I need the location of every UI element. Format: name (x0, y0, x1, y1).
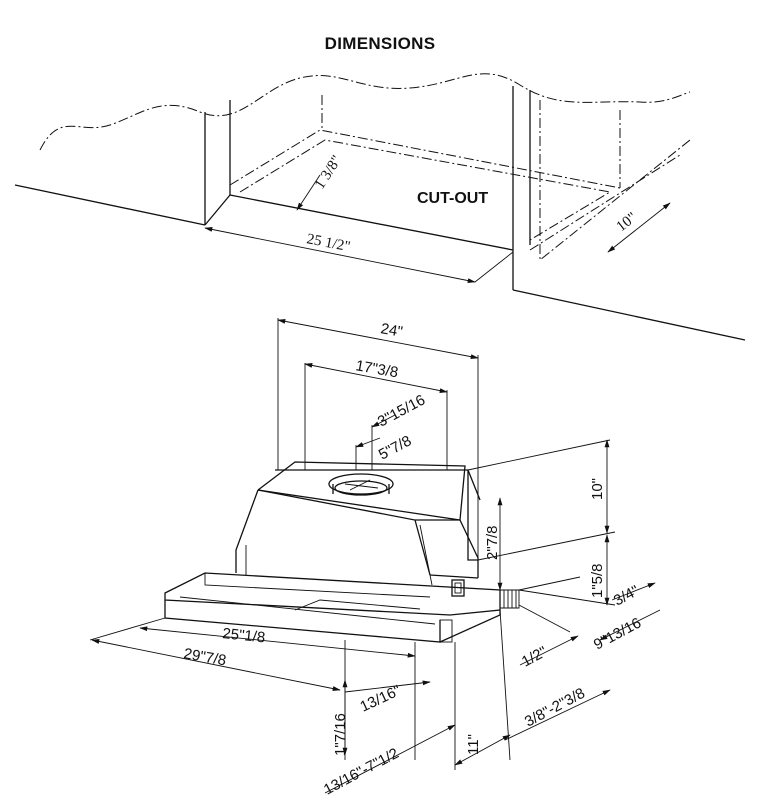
dim-lower-height: 1"5/8 (589, 563, 606, 598)
dim-duct-outer: 3"15/16 (375, 391, 428, 430)
dim-half-inch: 1/2" (519, 643, 550, 670)
dim-overall-width: 29"7/8 (182, 645, 227, 669)
dim-depth: 11" (465, 734, 482, 755)
dim-cutout-depth: 10" (614, 210, 640, 236)
dim-side-offset: 3/4" (611, 582, 642, 609)
cutout-label: CUT-OUT (417, 190, 488, 207)
cutout-view: 1 3/8" 25 1/2" 10" CUT-OUT (14, 73, 746, 341)
dim-edge-offset: 1 3/8" (312, 153, 345, 192)
dim-front-width: 25"1/8 (222, 625, 266, 646)
diagram-title: DIMENSIONS (324, 34, 436, 53)
dim-lip: 13/16" (358, 682, 404, 716)
dim-front-depth: 9"13/16 (591, 614, 644, 653)
dim-inner-width: 17"3/8 (354, 357, 399, 381)
dim-body-width: 24" (379, 320, 404, 341)
dim-front-height: 1"7/16 (332, 713, 349, 756)
dim-step-height: 2"7/8 (484, 525, 501, 560)
dim-duct-inner: 5"7/8 (376, 432, 414, 463)
dim-body-height: 10" (589, 478, 606, 500)
dim-depth-range: 3/8"-2"3/8 (522, 685, 588, 731)
hood-view: 24" 17"3/8 3"15/16 5"7/8 10" 2"7/8 1"5/8… (89, 318, 661, 799)
dim-cutout-width: 25 1/2" (305, 231, 351, 255)
